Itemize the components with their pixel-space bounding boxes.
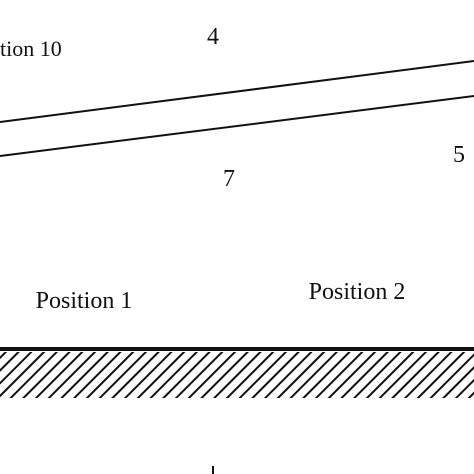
label-position-2: Position 2: [309, 279, 406, 305]
label-number-4: 4: [207, 24, 219, 50]
upper-slanted-line: [0, 60, 474, 123]
label-position-10: tion 10: [0, 36, 62, 61]
label-number-7: 7: [223, 166, 235, 192]
label-position-1: Position 1: [36, 288, 133, 314]
lower-slanted-line: [0, 95, 474, 157]
hatched-ground: [0, 352, 474, 398]
label-number-5: 5: [453, 142, 465, 168]
